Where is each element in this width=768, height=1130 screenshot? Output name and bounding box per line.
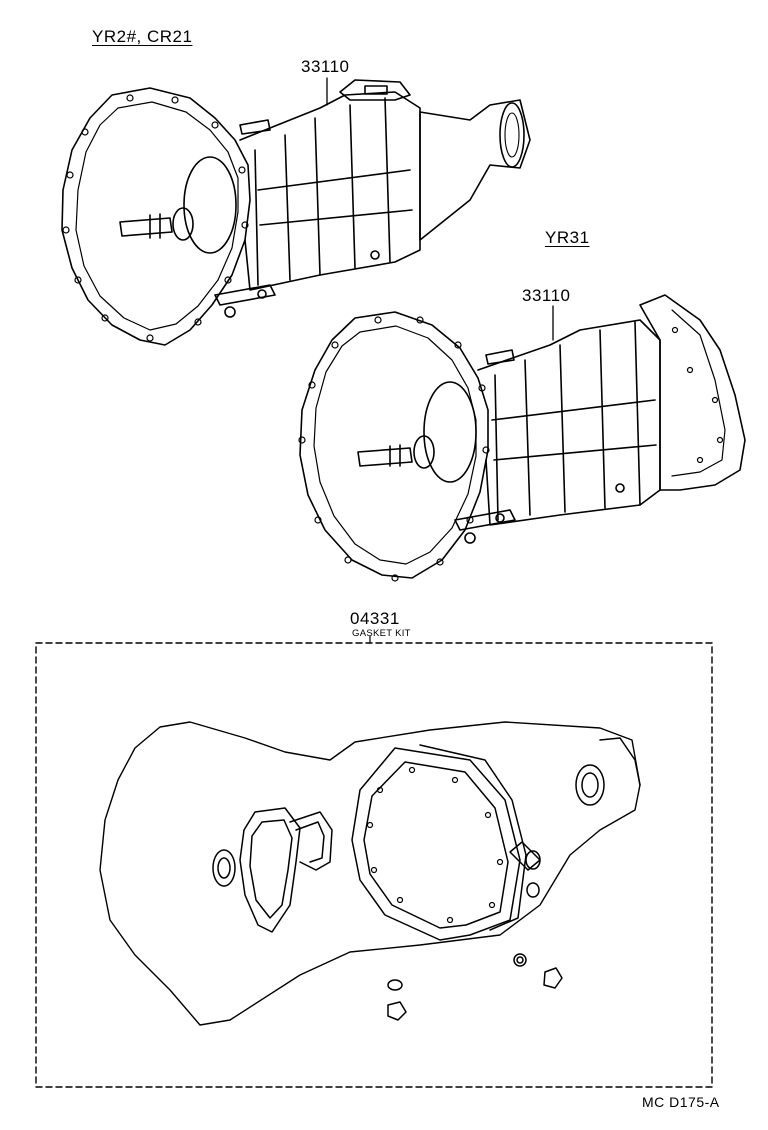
model-label-yr31: YR31 [545, 228, 590, 247]
drawing-code: MC D175-A [642, 1094, 720, 1110]
transmission-2-icon [298, 294, 746, 582]
gasket-kit-label: GASKET KIT [352, 628, 411, 639]
part-number-transmission-2: 33110 [522, 286, 571, 305]
part-number-transmission-1: 33110 [301, 57, 350, 76]
gasket-kit-icon [99, 721, 641, 1026]
transmission-1-icon [61, 77, 531, 346]
part-number-gasket-kit: 04331 [350, 609, 400, 628]
gasket-kit-frame [35, 635, 713, 1088]
model-label-yr2-cr21: YR2#, CR21 [92, 27, 193, 46]
